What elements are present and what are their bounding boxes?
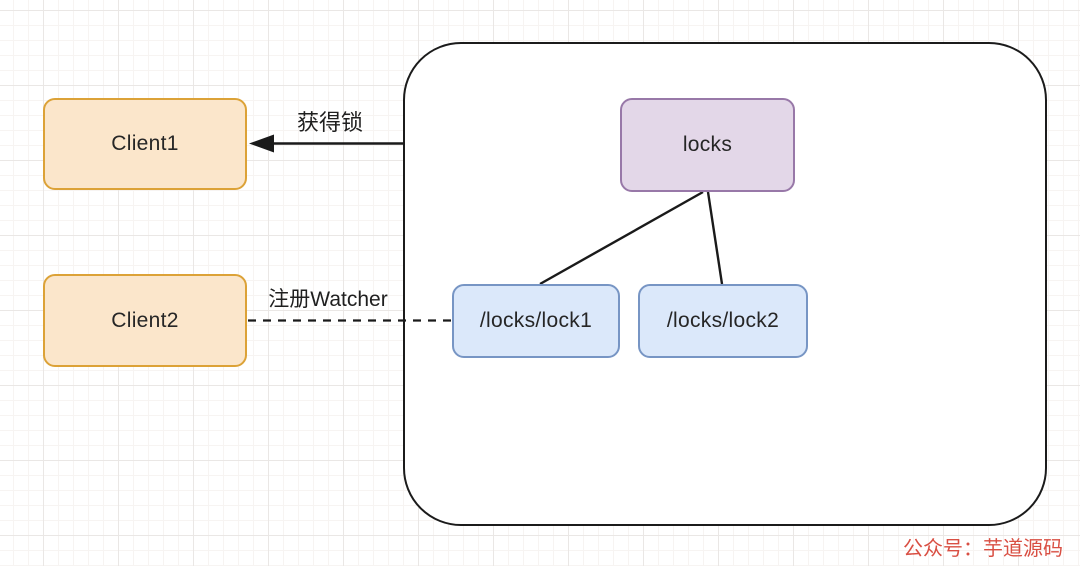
edge-watcher-label: 注册Watcher: [268, 288, 388, 311]
client2-label: Client2: [111, 308, 179, 332]
edge-acquire-label: 获得锁: [296, 110, 363, 135]
lock1-node: /locks/lock1: [452, 284, 620, 358]
client2-node: Client2: [43, 274, 247, 367]
lock2-node: /locks/lock2: [638, 284, 808, 358]
watermark-text: 公众号：芋道源码: [903, 538, 1063, 560]
locks-root-node: locks: [620, 98, 795, 192]
client1-node: Client1: [43, 98, 247, 190]
locks-root-label: locks: [682, 133, 733, 156]
arrowhead-left-icon: [249, 134, 274, 153]
lock1-label: /locks/lock1: [479, 309, 593, 332]
lock2-label: /locks/lock2: [666, 309, 780, 332]
client1-label: Client1: [111, 132, 179, 155]
